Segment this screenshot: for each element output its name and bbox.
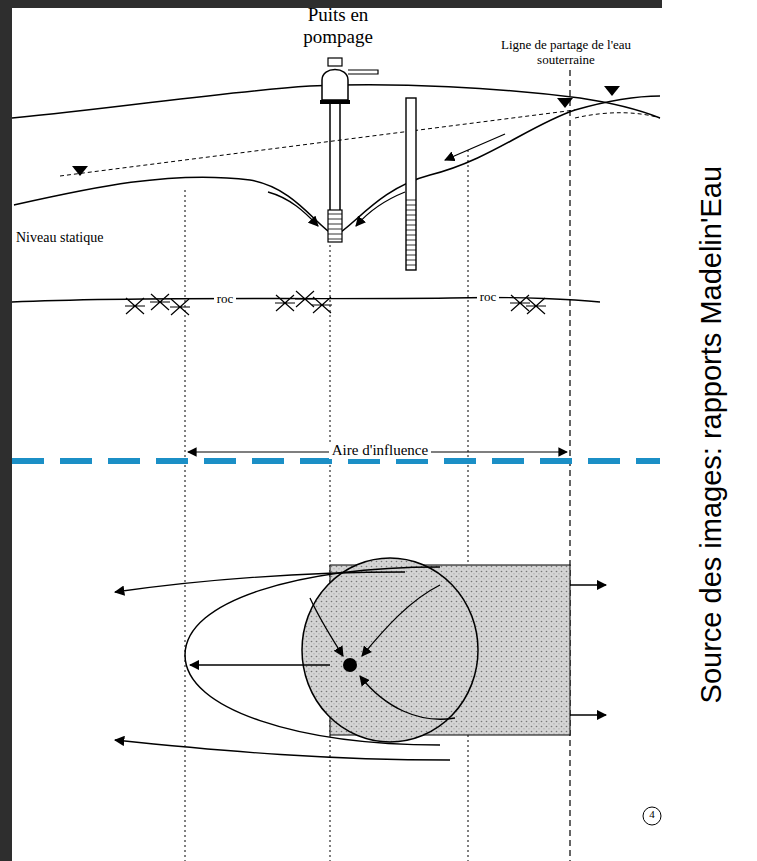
pump-head <box>322 70 348 101</box>
label: Puits en pompage <box>283 4 393 48</box>
well-screen <box>328 214 342 239</box>
flow-line <box>570 584 606 585</box>
piezometer <box>406 98 416 270</box>
source-note: Source des images: rapports Madelin'Eau <box>695 166 728 704</box>
flow-line <box>115 572 405 592</box>
groundwater-divide <box>569 40 570 861</box>
label: roc <box>477 290 500 305</box>
well-cap <box>320 100 350 104</box>
discharge-pipe <box>348 70 378 74</box>
water-table-beyond <box>575 113 660 118</box>
pump-head <box>328 58 342 66</box>
flow-arrow <box>268 192 318 226</box>
flow-line <box>360 676 455 719</box>
page-number: 4 <box>649 808 655 821</box>
page-mark <box>643 807 661 825</box>
label: Aire d'influence <box>329 442 431 459</box>
flow-line <box>362 585 440 656</box>
well-dot <box>343 658 357 672</box>
water-mark <box>604 86 620 96</box>
capture-limit <box>185 567 440 745</box>
label: Ligne de partage de l'eau souterraine <box>468 38 664 68</box>
well-screen <box>328 210 342 242</box>
label: Niveau statique <box>16 230 103 246</box>
influence-zone <box>302 558 478 742</box>
flow-line <box>310 598 343 656</box>
projection-line <box>185 150 468 861</box>
frame <box>0 0 12 861</box>
rock-symbol <box>125 291 546 315</box>
flow-line <box>115 740 450 760</box>
flow-arrow <box>445 134 505 160</box>
static-level <box>60 110 575 176</box>
well-casing <box>330 104 340 210</box>
piezometer <box>406 200 416 265</box>
water-mark <box>72 166 88 176</box>
label: roc <box>214 292 237 307</box>
flow-arrow <box>356 192 405 226</box>
flow-line <box>190 664 330 665</box>
flow-line <box>570 714 606 715</box>
